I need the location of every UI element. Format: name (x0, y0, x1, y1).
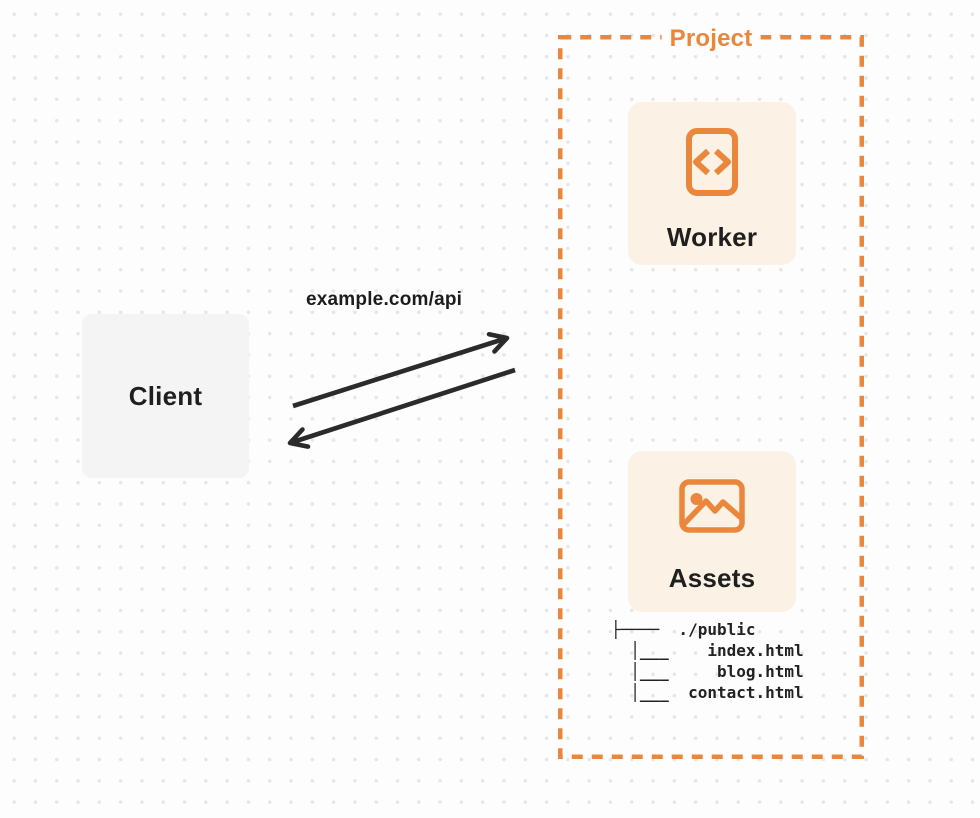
assets-label: Assets (668, 563, 756, 593)
code-file-icon (686, 128, 738, 196)
file-tree-line-blog: │___ blog.html (611, 662, 804, 681)
file-tree-line-index: │___ index.html (611, 641, 804, 660)
request-response-arrows (287, 331, 516, 449)
client-label: Client (128, 380, 203, 411)
worker-card: Worker (628, 102, 796, 265)
project-boundary: Project (558, 25, 864, 759)
file-tree: ├──── ./public │___ index.html │___ blog… (611, 619, 804, 703)
client-card: Client (82, 314, 249, 478)
worker-label: Worker (666, 222, 758, 252)
project-label: Project (661, 25, 761, 53)
file-tree-line-public: ├──── ./public (611, 620, 756, 639)
file-tree-line-contact: │___ contact.html (611, 683, 804, 702)
image-icon (679, 479, 745, 533)
response-arrow (287, 367, 516, 449)
assets-card: Assets (628, 451, 796, 612)
request-url-label: example.com/api (306, 289, 463, 310)
request-arrow (292, 331, 510, 409)
